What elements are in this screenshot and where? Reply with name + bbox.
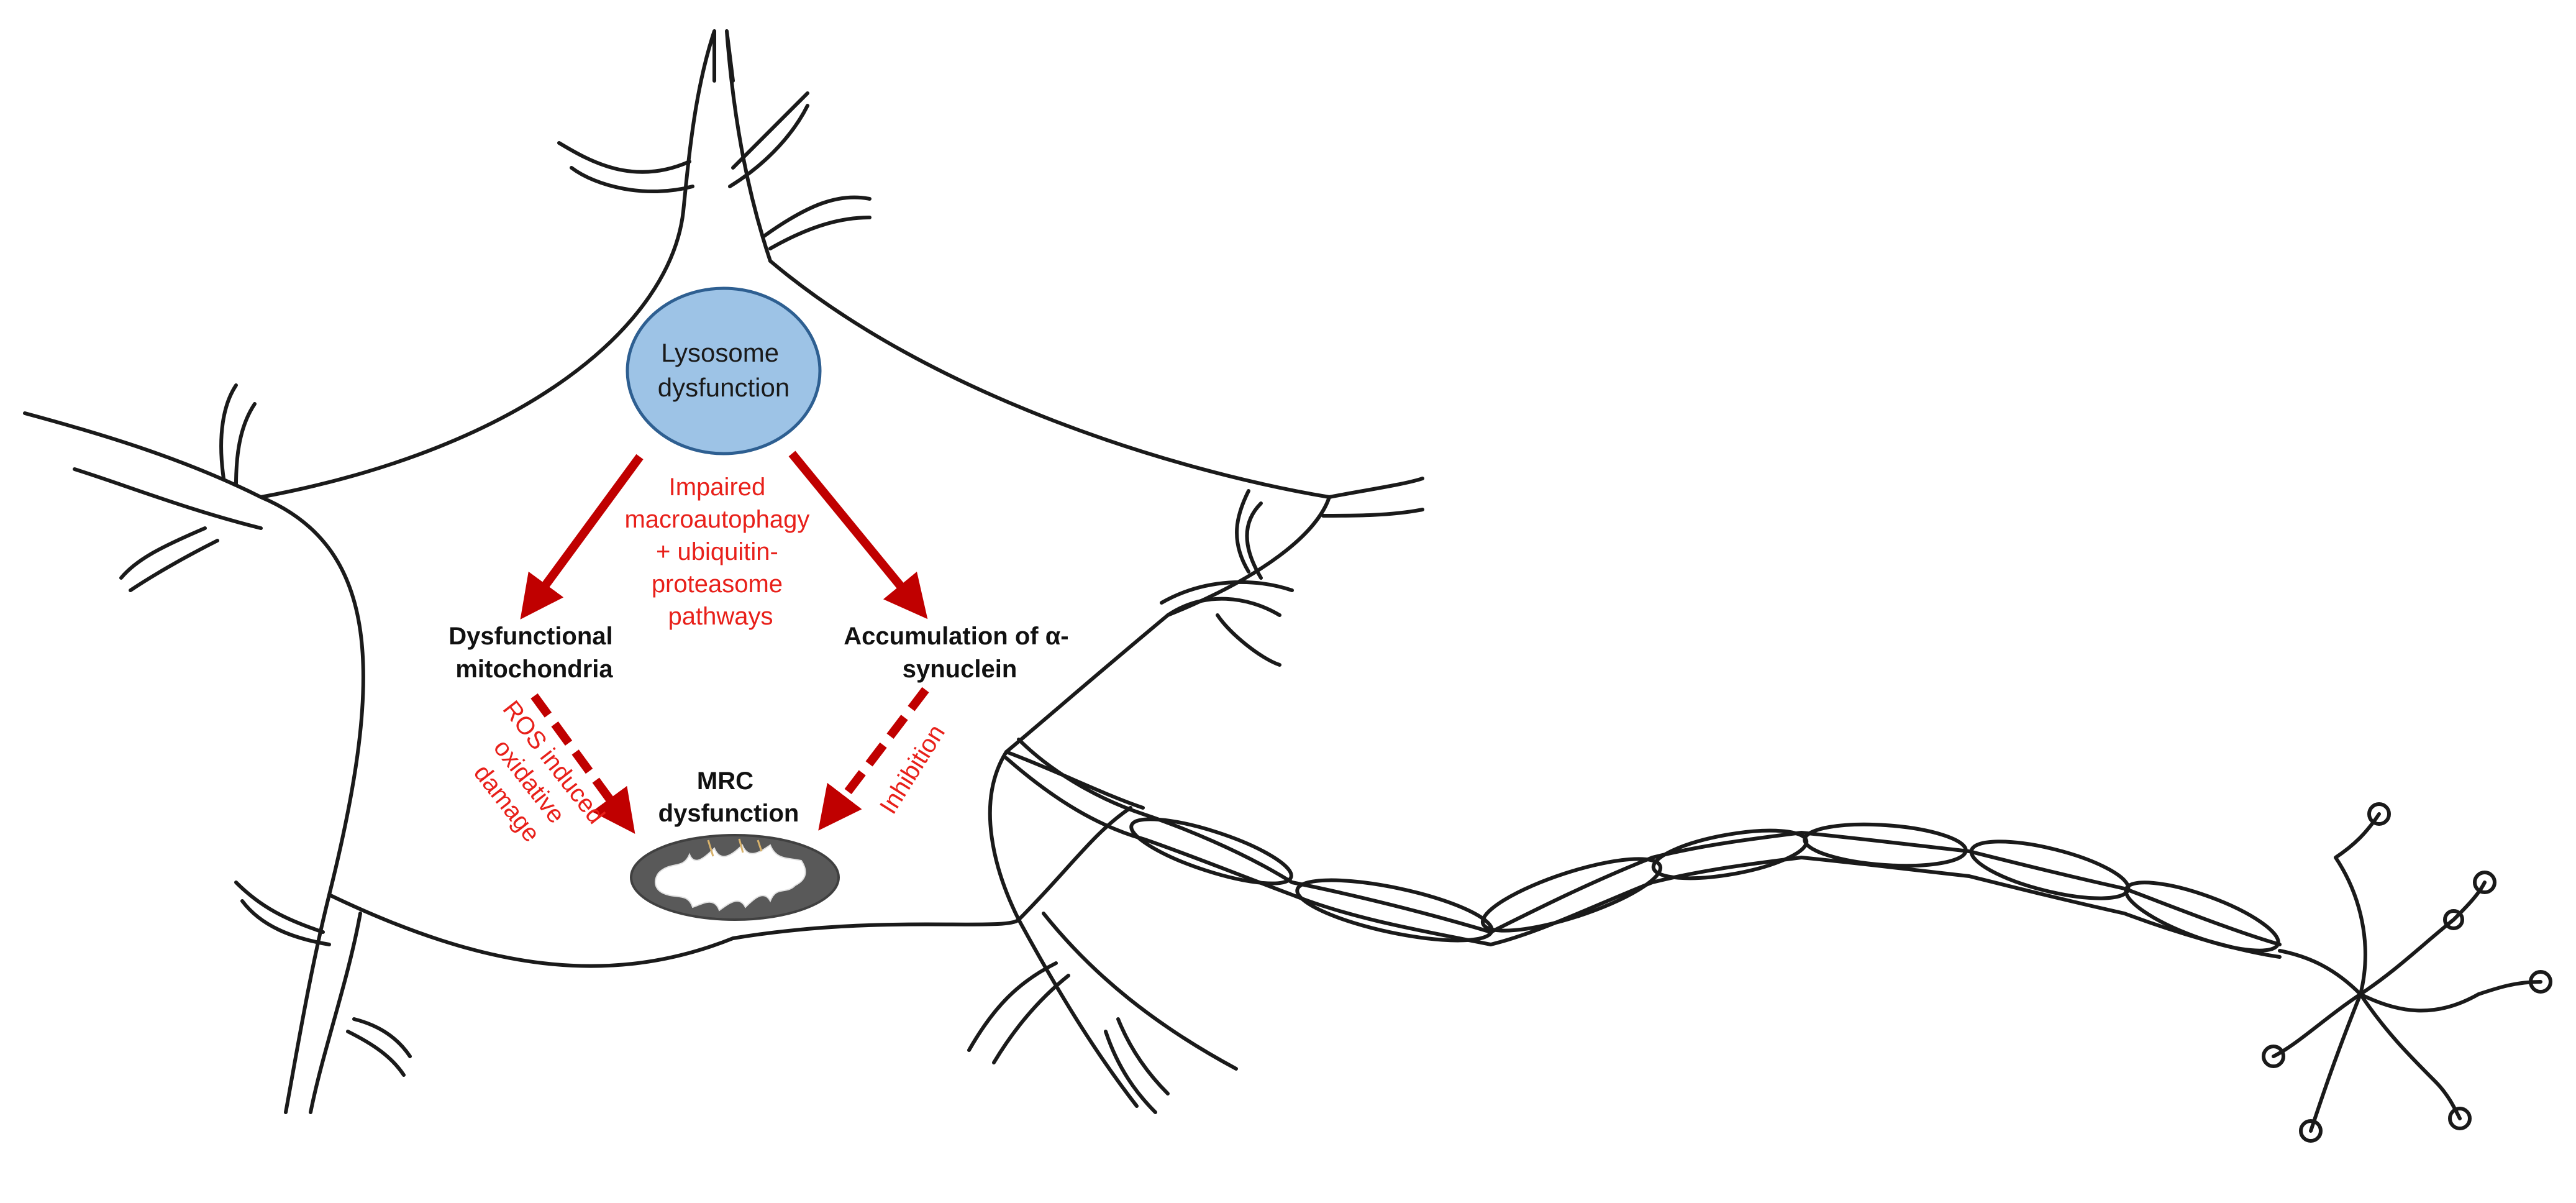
inhibition-label: Inhibition [875, 720, 950, 819]
mrc-label-line1: MRC [697, 767, 753, 795]
myelin-sheath [1017, 738, 2282, 946]
svg-text:Dysfunctional mitochondr: Dysfunctional mitochondria [448, 623, 620, 683]
dendrite-bottom-right [967, 912, 1238, 1114]
svg-text:Inhibition: Inhibition [875, 720, 950, 819]
node-lysosome: Lysosome dysfunction [626, 286, 822, 455]
impaired-label-line1: Impaired [669, 473, 766, 501]
soma-membrane [259, 209, 1331, 968]
dendrite-left [23, 383, 263, 592]
dendrite-right [1160, 477, 1424, 667]
mitochondria-label-line1: Dysfunctional [448, 623, 612, 650]
arrow-lysosome-to-synuclein [788, 451, 928, 620]
mitochondrion-icon [630, 834, 840, 921]
mitochondria-label-line2: mitochondria [455, 656, 613, 683]
synuclein-label-line1: Accumulation of α- [844, 623, 1068, 650]
node-mrc: MRC dysfunction [630, 767, 840, 921]
svg-text:ROS induced oxidative: ROS induced oxidative damage [448, 696, 614, 873]
axon-terminal [2272, 812, 2542, 1133]
impaired-label-line4: proteasome [652, 570, 783, 598]
neuron-outline [23, 29, 2552, 1143]
dendrite-lower-left [234, 881, 412, 1114]
arrow-mitochondria-to-mrc [530, 693, 635, 834]
dendrite-top [557, 29, 872, 263]
arrow-lysosome-to-mitochondria [520, 454, 644, 620]
myelin-nodes [1129, 817, 2280, 953]
svg-text:MRC dysfunction: MRC dysfunction [658, 767, 799, 827]
axon-hillock [1004, 750, 1145, 922]
lysosome-label-line2: dysfunction [658, 373, 790, 402]
svg-text:Impaired macroautophagy: Impaired macroautophagy + ubiquitin- pro… [624, 473, 816, 630]
impaired-label-line5: pathways [668, 603, 773, 630]
svg-text:Accumulation of α- synuc: Accumulation of α- synuclein [844, 623, 1076, 683]
impaired-label-line3: + ubiquitin- [656, 538, 778, 565]
edge-label-ros: ROS induced oxidative damage [448, 696, 614, 873]
synuclein-label-line2: synuclein [903, 656, 1017, 683]
lysosome-label-line1: Lysosome [661, 338, 779, 367]
edge-label-inhibition: Inhibition [875, 720, 950, 819]
svg-text:Lysosome dysfunction: Lysosome dysfunction [658, 338, 790, 402]
node-mitochondria: Dysfunctional mitochondria [448, 623, 620, 683]
impaired-label-line2: macroautophagy [624, 506, 809, 533]
lysosome-ellipse [626, 286, 822, 455]
arrow-synuclein-to-mrc [818, 687, 929, 831]
terminal-boutons [2262, 802, 2552, 1143]
node-synuclein: Accumulation of α- synuclein [844, 623, 1076, 683]
mrc-label-line2: dysfunction [658, 800, 799, 827]
edge-label-impaired: Impaired macroautophagy + ubiquitin- pro… [624, 473, 816, 630]
pathway-arrows [520, 451, 929, 834]
